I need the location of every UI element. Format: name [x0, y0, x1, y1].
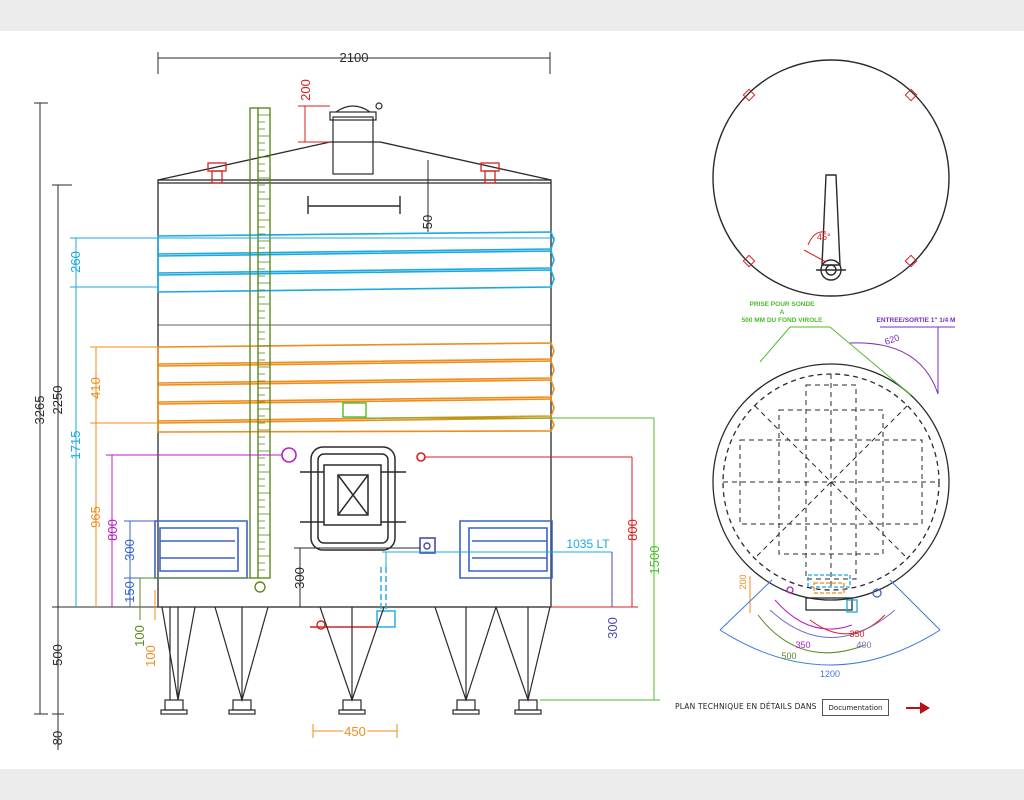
dim-outlet-300-label: 300	[605, 617, 620, 639]
dim-valve-300-label: 300	[292, 567, 307, 589]
probe-note-line3: 500 MM DU FOND VIROLE	[742, 317, 824, 324]
tank-legs	[160, 606, 551, 715]
dim-50-label: 50	[420, 215, 435, 229]
sample-valve-icon	[416, 452, 426, 462]
dim-800-right-label: 800	[625, 519, 640, 541]
dimension-100	[139, 577, 260, 620]
level-gauge-ticks	[258, 114, 270, 571]
ladder-bar	[307, 196, 401, 214]
dim-200-label: 200	[738, 574, 748, 589]
dim-feet-height: 80	[50, 731, 65, 745]
dimension-valve-300	[294, 547, 420, 607]
dim-legs-height: 500	[50, 644, 65, 666]
dim-100-a-label: 100	[132, 625, 147, 647]
dim-1500-label: 1500	[647, 546, 662, 575]
dim-350-a-label: 350	[795, 640, 810, 650]
inlet-note: ENTREE/SORTIE 1" 1/4 M	[877, 317, 956, 324]
bottom-drain	[310, 567, 396, 630]
probe-note-line1: PRISE POUR SONDE	[749, 301, 815, 308]
dim-410-label: 410	[88, 377, 103, 399]
probe-note-line2: A	[780, 309, 785, 316]
dimension-width	[157, 52, 551, 74]
dim-965-label: 965	[88, 506, 103, 528]
dimension-heights-left	[34, 102, 158, 750]
dimension-volume	[382, 551, 613, 607]
dim-total-height: 3265	[32, 396, 47, 425]
dimension-hatch	[298, 105, 330, 143]
thermometer-icon	[281, 447, 297, 463]
dim-450-label: 450	[344, 724, 366, 739]
dim-150-label: 150	[122, 581, 137, 603]
dimension-red-800	[425, 456, 638, 608]
dimension-50	[420, 160, 436, 232]
angle-label: 45°	[817, 232, 831, 242]
tank-body	[157, 141, 552, 608]
manhole-door[interactable]	[300, 446, 406, 551]
dim-350-b-label: 350	[849, 629, 864, 639]
outlet-valve-icon	[419, 537, 436, 554]
right-arrow-icon[interactable]	[905, 700, 931, 716]
volume-label: 1035 LT	[566, 537, 610, 551]
probe-socket	[342, 402, 367, 418]
dim-100-b-label: 100	[143, 645, 158, 667]
bottom-view	[712, 363, 950, 611]
cooling-band-lower	[157, 342, 555, 433]
documentation-button[interactable]: Documentation	[822, 699, 889, 716]
dimension-magenta	[106, 454, 282, 607]
dim-500-label: 500	[781, 651, 796, 661]
plan-label: PLAN TECHNIQUE EN DÉTAILS DANS	[675, 702, 817, 711]
dimension-cyan	[70, 237, 555, 607]
dim-width-label: 2100	[340, 50, 369, 65]
dim-hatch-label: 200	[298, 79, 313, 101]
dimension-450	[312, 724, 398, 738]
bottom-view-fittings	[786, 574, 882, 613]
dim-jacket-300-label: 300	[122, 539, 137, 561]
dim-400-label: 400	[856, 640, 871, 650]
dim-body-height: 2250	[50, 386, 65, 415]
dimension-green-1500	[365, 410, 660, 701]
dim-260-label: 260	[68, 251, 83, 273]
bottom-view-dimensions	[719, 326, 955, 666]
top-view-lugs	[742, 88, 918, 268]
dim-1715-label: 1715	[68, 431, 83, 460]
lifting-lugs	[207, 162, 500, 184]
dimension-orange	[90, 346, 158, 607]
dim-800-left-label: 800	[105, 519, 120, 541]
dim-620-label: 620	[883, 332, 901, 347]
top-hatch	[329, 102, 383, 175]
top-view	[712, 59, 950, 297]
cooling-band-upper	[157, 231, 555, 293]
dim-1200-label: 1200	[820, 669, 840, 679]
